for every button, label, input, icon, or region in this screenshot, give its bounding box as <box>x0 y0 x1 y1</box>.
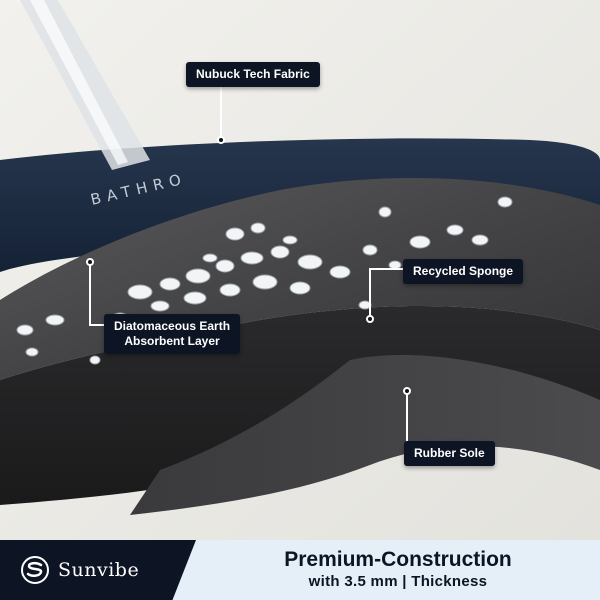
water-stream-highlight <box>30 0 128 165</box>
recycled-sponge-leader-v <box>369 268 371 318</box>
diatomaceous-leader-h <box>89 324 104 326</box>
rubber-sole-leader <box>406 392 408 442</box>
water-droplets <box>16 196 513 365</box>
rubber-sole-pin <box>403 387 411 395</box>
recycled-sponge-text: Recycled Sponge <box>413 264 514 278</box>
nubuck-fabric-label: Nubuck Tech Fabric <box>186 62 320 87</box>
diatomaceous-pin <box>86 258 94 266</box>
brand-panel <box>0 540 196 600</box>
nubuck-fabric-leader <box>220 86 222 140</box>
rubber-sole-text: Rubber Sole <box>414 446 485 460</box>
recycled-sponge-pin <box>366 315 374 323</box>
recycled-sponge-leader-h <box>370 268 404 270</box>
diatomaceous-text-line2: Absorbent Layer <box>124 334 220 348</box>
rubber-sole-label: Rubber Sole <box>404 441 495 466</box>
recycled-sponge-label: Recycled Sponge <box>403 259 524 284</box>
footer-headline: Premium-Construction <box>284 548 512 571</box>
brand-name: Sunvibe <box>58 559 140 581</box>
footer-subline: with 3.5 mm | Thickness <box>308 573 488 590</box>
diatomaceous-text-line1: Diatomaceous Earth <box>114 319 231 333</box>
nubuck-fabric-text: Nubuck Tech Fabric <box>196 67 310 81</box>
rubber-sole-layer <box>130 354 600 515</box>
diatomaceous-label: Diatomaceous Earth Absorbent Layer <box>104 314 241 354</box>
nubuck-fabric-pin <box>217 136 225 144</box>
footer-banner: Sunvibe Premium-Construction with 3.5 mm… <box>0 540 600 600</box>
diatomaceous-leader-v <box>89 264 91 326</box>
sunvibe-logo-icon <box>21 556 49 584</box>
